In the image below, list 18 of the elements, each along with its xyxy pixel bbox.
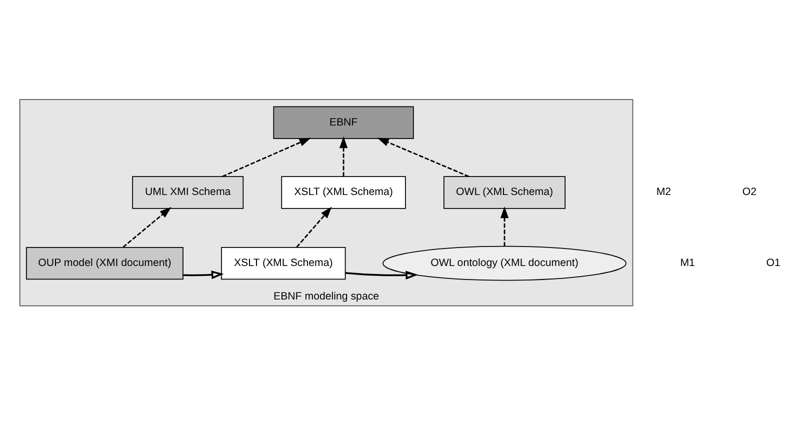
label: O1 bbox=[766, 257, 780, 270]
label: O2 bbox=[742, 186, 757, 198]
arrow bbox=[500, 206, 509, 246]
node-box: UML XMI Schema bbox=[132, 176, 244, 209]
label: M2 bbox=[656, 186, 672, 198]
node-box: OUP model (XMI document) bbox=[26, 246, 184, 280]
node-box: EBNF bbox=[273, 106, 414, 139]
arrow bbox=[377, 138, 470, 178]
label: M1 bbox=[680, 257, 695, 270]
node-box: XSLT (XML Schema) bbox=[281, 176, 406, 209]
arrow bbox=[222, 138, 312, 178]
node-box: XSLT (XML Schema) bbox=[221, 246, 346, 280]
arrow bbox=[345, 270, 418, 280]
arrow bbox=[122, 207, 172, 248]
arrow bbox=[339, 136, 348, 176]
arrow bbox=[296, 206, 332, 248]
arrow bbox=[183, 270, 224, 280]
node-box: OWL (XML Schema) bbox=[443, 176, 566, 209]
